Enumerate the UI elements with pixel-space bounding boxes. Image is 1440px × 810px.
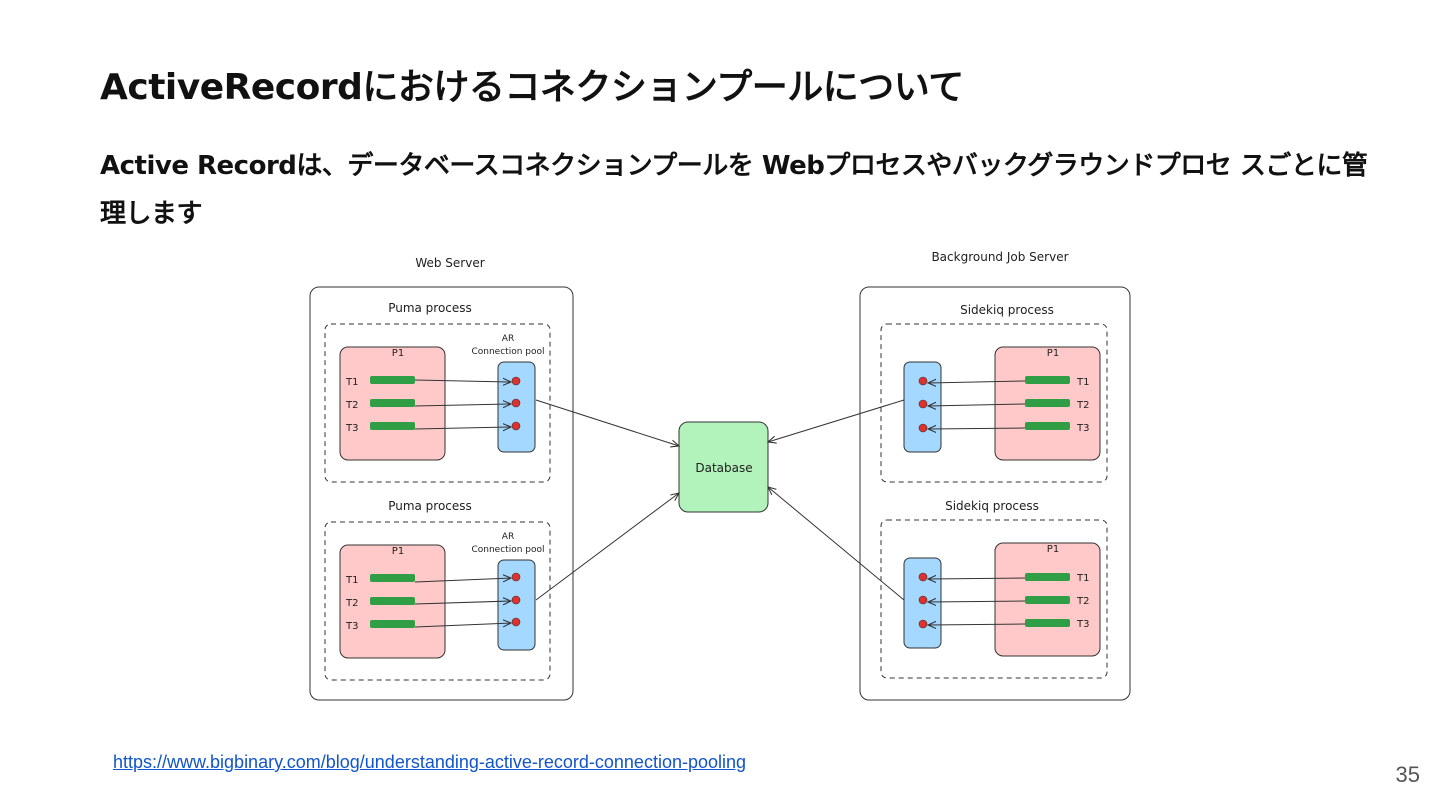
thread-arrow — [928, 578, 1026, 579]
connection-dot — [511, 376, 521, 386]
thread-arrow — [414, 601, 511, 604]
thread-arrow — [414, 623, 511, 628]
thread-label: T2 — [345, 598, 358, 609]
slide-subtitle: Active Recordは、データベースコネクションプールを Webプロセスや… — [100, 151, 1368, 229]
connection-dot — [918, 595, 928, 605]
thread-label: T3 — [1076, 423, 1089, 434]
database-label: Database — [695, 461, 752, 475]
connection-dot — [918, 399, 928, 409]
puma-process-label: Puma process — [388, 301, 472, 315]
thread-label: T3 — [345, 621, 358, 632]
pool-label-line2: Connection pool — [471, 545, 544, 555]
sidekiq-process-label: Sidekiq process — [945, 499, 1039, 513]
thread-label: T3 — [345, 423, 358, 434]
page-number: 35 — [1395, 762, 1420, 787]
thread-arrow — [928, 624, 1026, 625]
connection-dot — [511, 617, 521, 627]
web-server-box — [309, 286, 574, 701]
connection-dot — [511, 398, 521, 408]
pool-to-database-arrow — [535, 399, 679, 446]
thread-bar — [370, 376, 415, 384]
thread-label: T2 — [1076, 596, 1089, 607]
background-server-box — [859, 286, 1131, 701]
connection-dot — [511, 421, 521, 431]
connection-dot — [511, 572, 521, 582]
database-node: Database — [678, 421, 769, 513]
pool-to-database-arrow — [535, 493, 679, 601]
thread-bar — [370, 620, 415, 628]
thread-bar — [370, 597, 415, 605]
thread-bar — [1025, 573, 1070, 581]
connection-dot — [918, 619, 928, 629]
thread-arrow — [414, 578, 511, 583]
thread-bar — [370, 399, 415, 407]
process-label: P1 — [1047, 544, 1059, 555]
sidekiq-process-label: Sidekiq process — [960, 303, 1054, 317]
thread-bar — [370, 574, 415, 582]
connection-dot — [918, 423, 928, 433]
puma-process-label: Puma process — [388, 499, 472, 513]
thread-label: T1 — [345, 575, 358, 586]
connection-pool-box — [497, 559, 536, 651]
thread-arrow — [928, 381, 1026, 383]
thread-label: T1 — [1076, 573, 1089, 584]
thread-bar — [1025, 376, 1070, 384]
connection-dot — [918, 572, 928, 582]
pool-to-database-arrow — [768, 399, 905, 442]
pool-label-line1: AR — [502, 532, 514, 542]
pool-to-database-arrow — [768, 487, 905, 601]
puma-process-2: Puma process P1 AR Connection pool T1 T2… — [324, 499, 551, 681]
thread-bar — [370, 422, 415, 430]
source-link[interactable]: https://www.bigbinary.com/blog/understan… — [113, 752, 747, 772]
sidekiq-process-1: Sidekiq process P1 T1 T2 T3 — [880, 303, 1108, 483]
sidekiq-process-2: Sidekiq process P1 T1 T2 T3 — [880, 499, 1108, 679]
thread-arrow — [928, 428, 1026, 429]
thread-label: T3 — [1076, 619, 1089, 630]
thread-arrow — [414, 380, 511, 382]
web-server-label: Web Server — [415, 256, 484, 270]
connection-dot — [511, 595, 521, 605]
thread-arrow — [414, 404, 511, 406]
connection-dot — [918, 376, 928, 386]
thread-arrow — [928, 404, 1026, 406]
thread-label: T1 — [1076, 377, 1089, 388]
thread-arrow — [928, 601, 1026, 602]
pool-label-line2: Connection pool — [471, 347, 544, 357]
process-label: P1 — [392, 348, 404, 359]
thread-bar — [1025, 596, 1070, 604]
puma-process-1: Puma process P1 AR Connection pool T1 T2… — [324, 301, 551, 483]
thread-bar — [1025, 619, 1070, 627]
thread-label: T2 — [345, 400, 358, 411]
process-label: P1 — [1047, 348, 1059, 359]
thread-label: T1 — [345, 377, 358, 388]
pool-label-line1: AR — [502, 334, 514, 344]
process-label: P1 — [392, 546, 404, 557]
thread-arrow — [414, 427, 511, 429]
thread-label: T2 — [1076, 400, 1089, 411]
slide-title: ActiveRecordにおけるコネクションプールについて — [100, 67, 964, 108]
thread-bar — [1025, 399, 1070, 407]
thread-bar — [1025, 422, 1070, 430]
background-server-label: Background Job Server — [931, 250, 1068, 264]
